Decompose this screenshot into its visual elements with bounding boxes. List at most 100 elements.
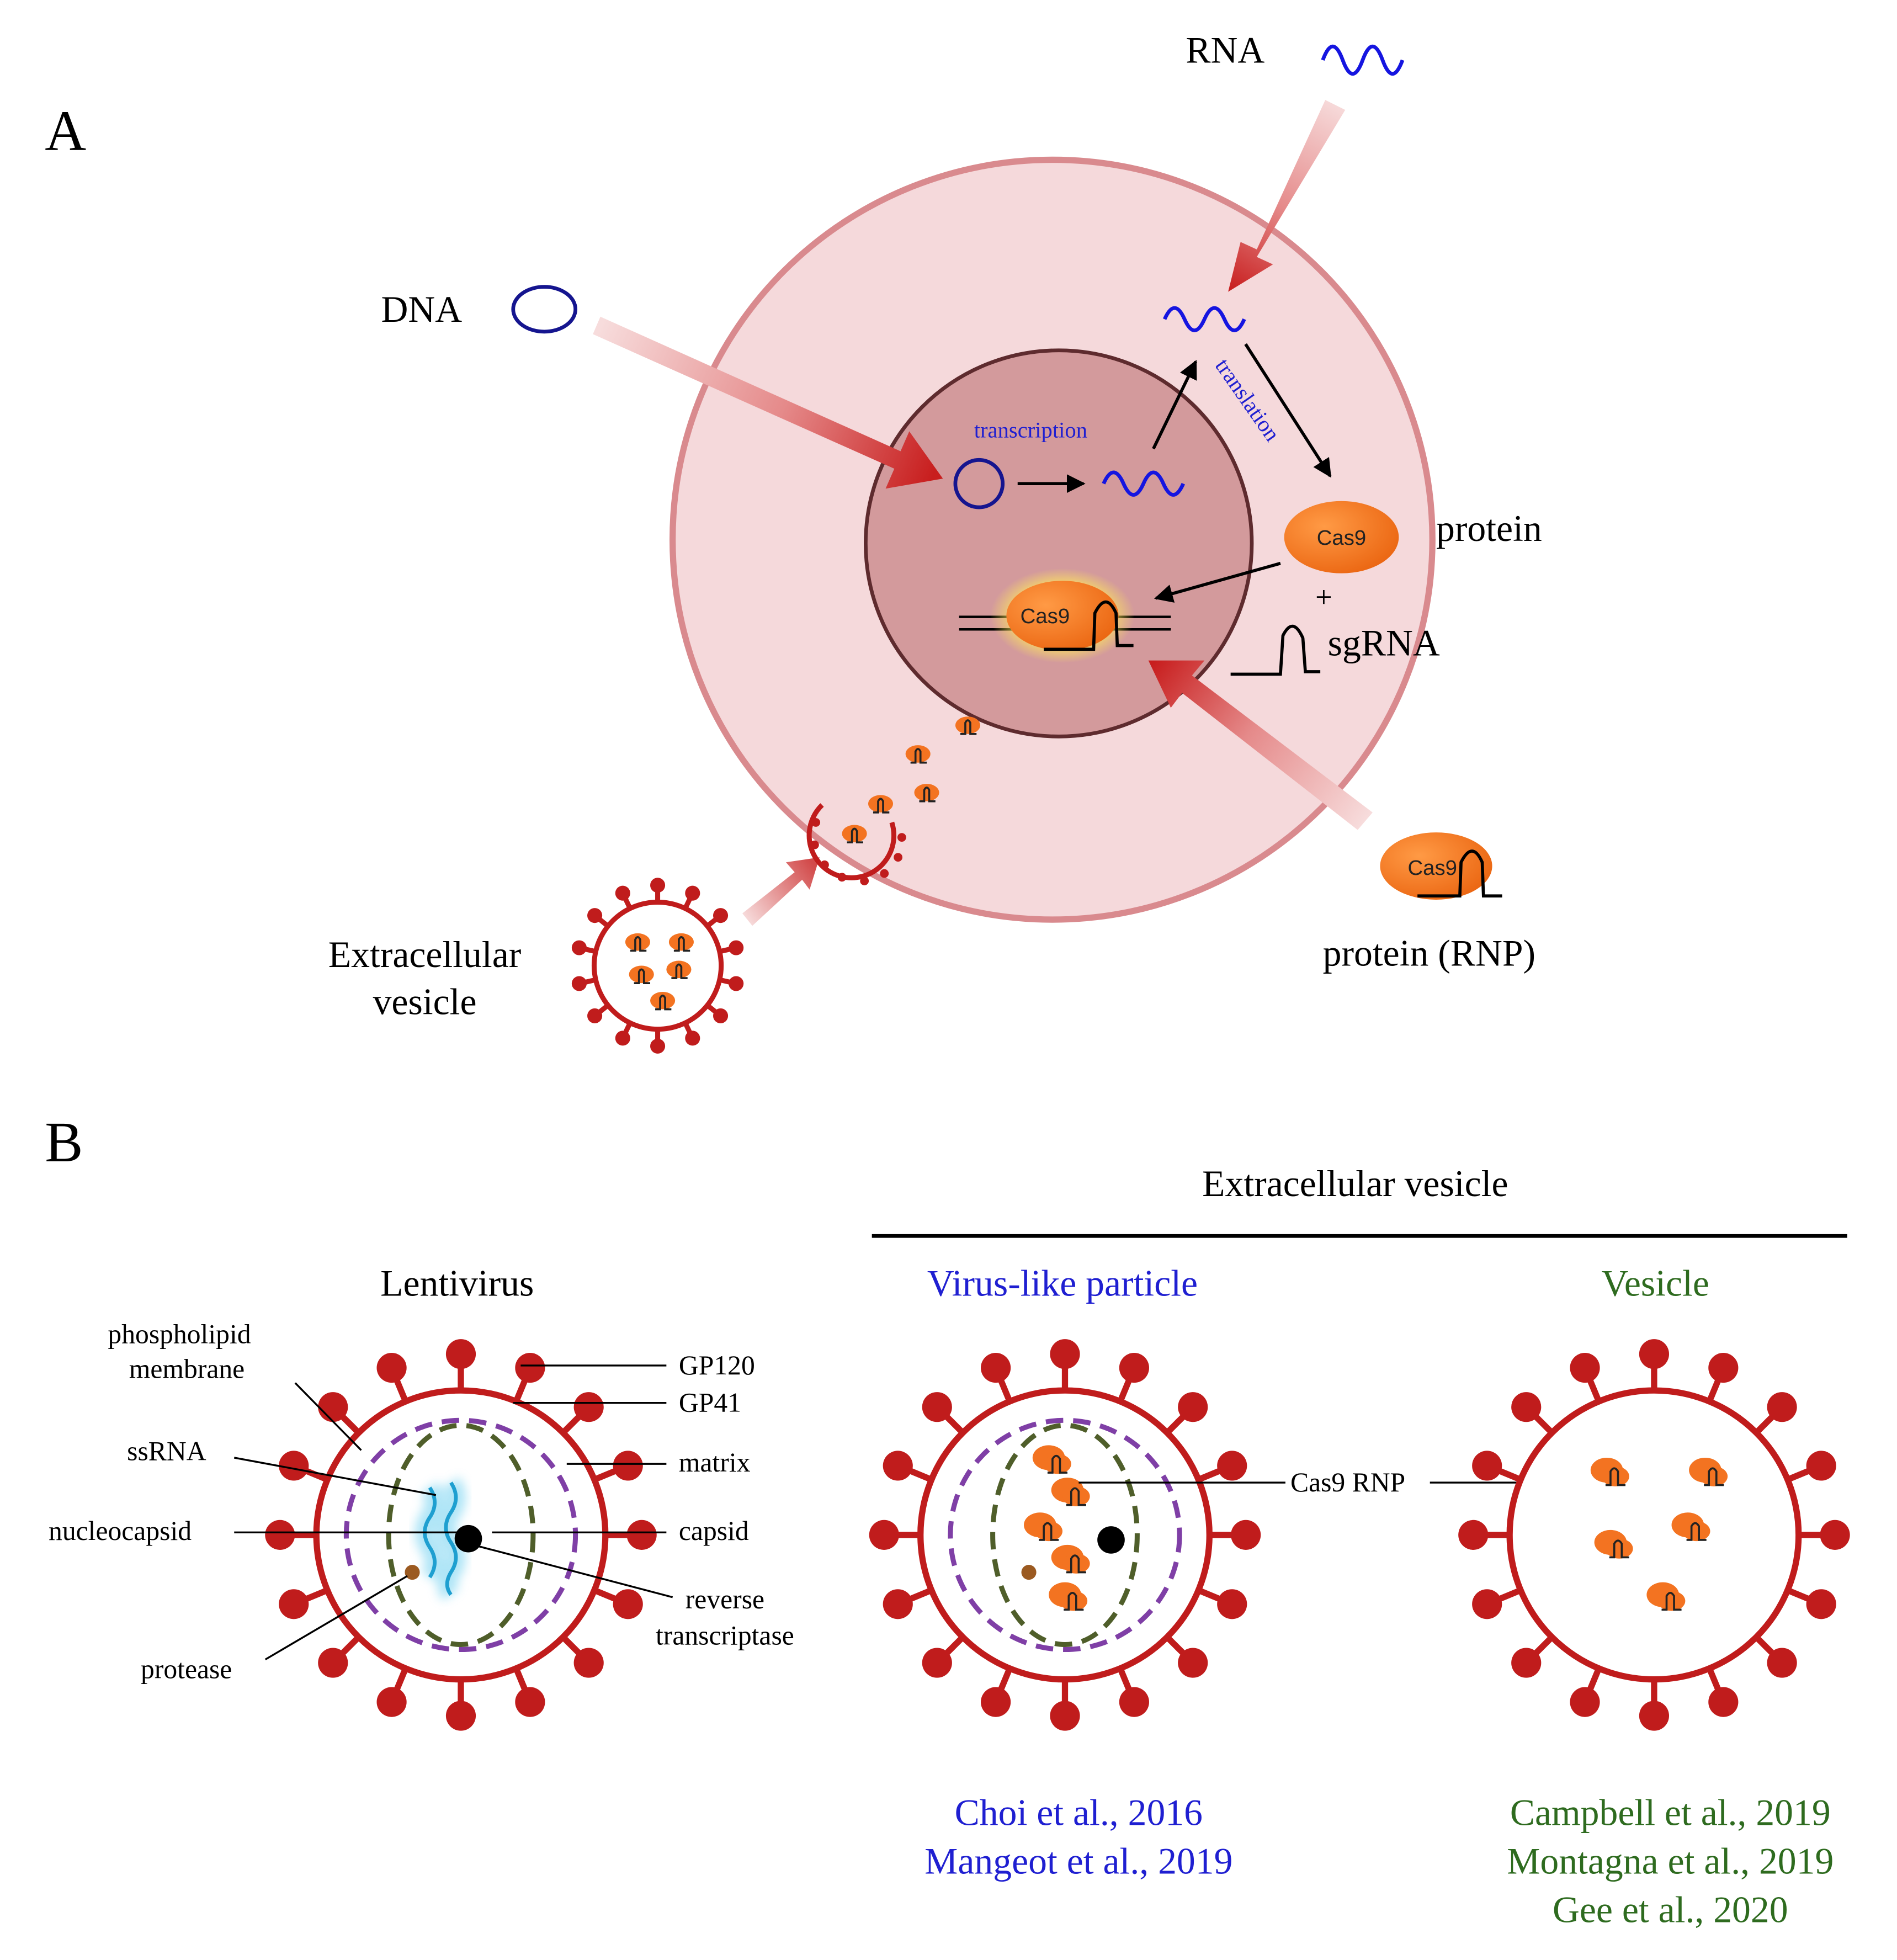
- spike-head: [573, 1392, 604, 1422]
- vlp-ref-1: Choi et al., 2016: [955, 1792, 1203, 1834]
- spike-head: [650, 1038, 666, 1054]
- spike-head: [1458, 1520, 1489, 1550]
- spike-head: [1119, 1353, 1149, 1383]
- vesicle-envelope: [1506, 1387, 1802, 1683]
- vesicle-ref-1: Campbell et al., 2019: [1510, 1792, 1831, 1834]
- panel-a-label: A: [45, 99, 86, 162]
- spike-head: [1820, 1520, 1850, 1550]
- spike-head: [1217, 1589, 1247, 1619]
- vlp-ref-2: Mangeot et al., 2019: [924, 1841, 1232, 1882]
- bound-sgrna-icon: [1044, 601, 1134, 651]
- spike-head: [1767, 1648, 1797, 1678]
- spike-head: [1231, 1520, 1261, 1550]
- dna-label: DNA: [381, 289, 463, 330]
- ev-entry-arrow: [742, 857, 820, 926]
- gp120-label: GP120: [679, 1350, 755, 1380]
- spike-head: [1639, 1701, 1670, 1731]
- released-rnp-4: [867, 794, 894, 814]
- vesicle-title: Vesicle: [1601, 1263, 1709, 1304]
- dna-entry-arrow: [593, 316, 943, 489]
- spike-head: [1050, 1701, 1080, 1731]
- spike-head: [713, 1008, 729, 1023]
- lentivirus-matrix: [343, 1417, 578, 1653]
- spike-head: [922, 1648, 952, 1678]
- fusing-vesicle: [806, 803, 906, 885]
- spike-head: [1806, 1589, 1836, 1619]
- gp41-label: GP41: [679, 1387, 741, 1417]
- spike-head: [571, 940, 587, 955]
- lentivirus-capsid: [386, 1422, 536, 1647]
- rnp-cas9-icon: [1380, 832, 1492, 900]
- cytoplasm-rna-wave-icon: [1162, 306, 1246, 332]
- dna-plasmid-icon: [511, 285, 577, 334]
- rnp-cas9-label: Cas9: [1407, 856, 1457, 880]
- vlp-protease: [1021, 1565, 1037, 1580]
- ev-rnp-a4: [665, 959, 693, 979]
- spike-head: [573, 1648, 604, 1678]
- panel-b-label: B: [45, 1111, 83, 1174]
- spike-head: [883, 1451, 913, 1481]
- ev-label-line2: vesicle: [373, 981, 477, 1023]
- released-rnp-1: [954, 715, 981, 735]
- reverse-transcriptase-label-line2: transcriptase: [656, 1620, 794, 1650]
- ev-rnp-a1: [624, 932, 651, 952]
- rnp-entry-arrow: [1148, 660, 1373, 830]
- spike-head: [615, 885, 630, 901]
- spike-head: [587, 908, 603, 923]
- spike-head: [883, 1589, 913, 1619]
- spike-head: [265, 1520, 295, 1550]
- spike-head: [1708, 1687, 1739, 1717]
- spike-head: [318, 1648, 348, 1678]
- vesicle-ref-2: Montagna et al., 2019: [1507, 1841, 1834, 1882]
- cas9-bound-icon: [1006, 581, 1119, 651]
- lentivirus-title: Lentivirus: [380, 1263, 534, 1304]
- phospholipid-label-line2: membrane: [129, 1354, 245, 1384]
- spike-head: [318, 1392, 348, 1422]
- spike-head: [613, 1451, 643, 1481]
- vlp-matrix: [948, 1417, 1182, 1653]
- rnp-sgrna-icon: [1417, 849, 1502, 897]
- vlp-envelope: [917, 1387, 1213, 1683]
- spike-head: [1806, 1451, 1836, 1481]
- export-arrow: [1152, 359, 1197, 450]
- phospholipid-label-line1: phospholipid: [108, 1319, 251, 1349]
- spike-head: [729, 976, 744, 991]
- spike-head: [650, 878, 666, 893]
- spike-head: [1217, 1451, 1247, 1481]
- lentivirus-leader-lines: [233, 1364, 673, 1661]
- spike-head: [571, 976, 587, 991]
- spike-head: [922, 1392, 952, 1422]
- vlp-title: Virus-like particle: [927, 1263, 1198, 1304]
- cas9-rnp-label: Cas9 RNP: [1290, 1467, 1405, 1497]
- spike-head: [1708, 1353, 1739, 1383]
- lentivirus-ssrna-strand-2: [444, 1481, 458, 1596]
- spike-head: [1511, 1648, 1542, 1678]
- spike-head: [1178, 1648, 1208, 1678]
- spike-head: [981, 1687, 1011, 1717]
- spike-head: [1511, 1392, 1542, 1422]
- spike-head: [515, 1353, 545, 1383]
- spike-head: [376, 1353, 407, 1383]
- matrix-label: matrix: [679, 1447, 751, 1478]
- spike-head: [685, 1031, 700, 1046]
- spike-head: [1472, 1451, 1502, 1481]
- ssrna-label: ssRNA: [127, 1436, 206, 1466]
- ev-rnp-a3: [628, 964, 655, 984]
- spike-head: [615, 1031, 630, 1046]
- spike-head: [626, 1520, 657, 1550]
- cas9-bound-label: Cas9: [1021, 604, 1070, 628]
- spike-head: [869, 1520, 899, 1550]
- released-rnp-2: [904, 744, 932, 764]
- ev-rnp-a5: [649, 991, 676, 1011]
- protein-label: protein: [1436, 508, 1542, 549]
- lentivirus-spikes: [265, 1339, 657, 1731]
- nucleocapsid-label: nucleocapsid: [49, 1516, 192, 1546]
- spike-head: [1050, 1339, 1080, 1369]
- spike-head: [376, 1687, 407, 1717]
- sgrna-label: sgRNA: [1328, 623, 1440, 664]
- transcription-label: transcription: [974, 418, 1087, 443]
- rna-wave-icon: [1321, 44, 1405, 76]
- vesicle-spikes: [1458, 1339, 1850, 1731]
- vesicle-ref-3: Gee et al., 2020: [1553, 1889, 1788, 1931]
- spike-head: [1178, 1392, 1208, 1422]
